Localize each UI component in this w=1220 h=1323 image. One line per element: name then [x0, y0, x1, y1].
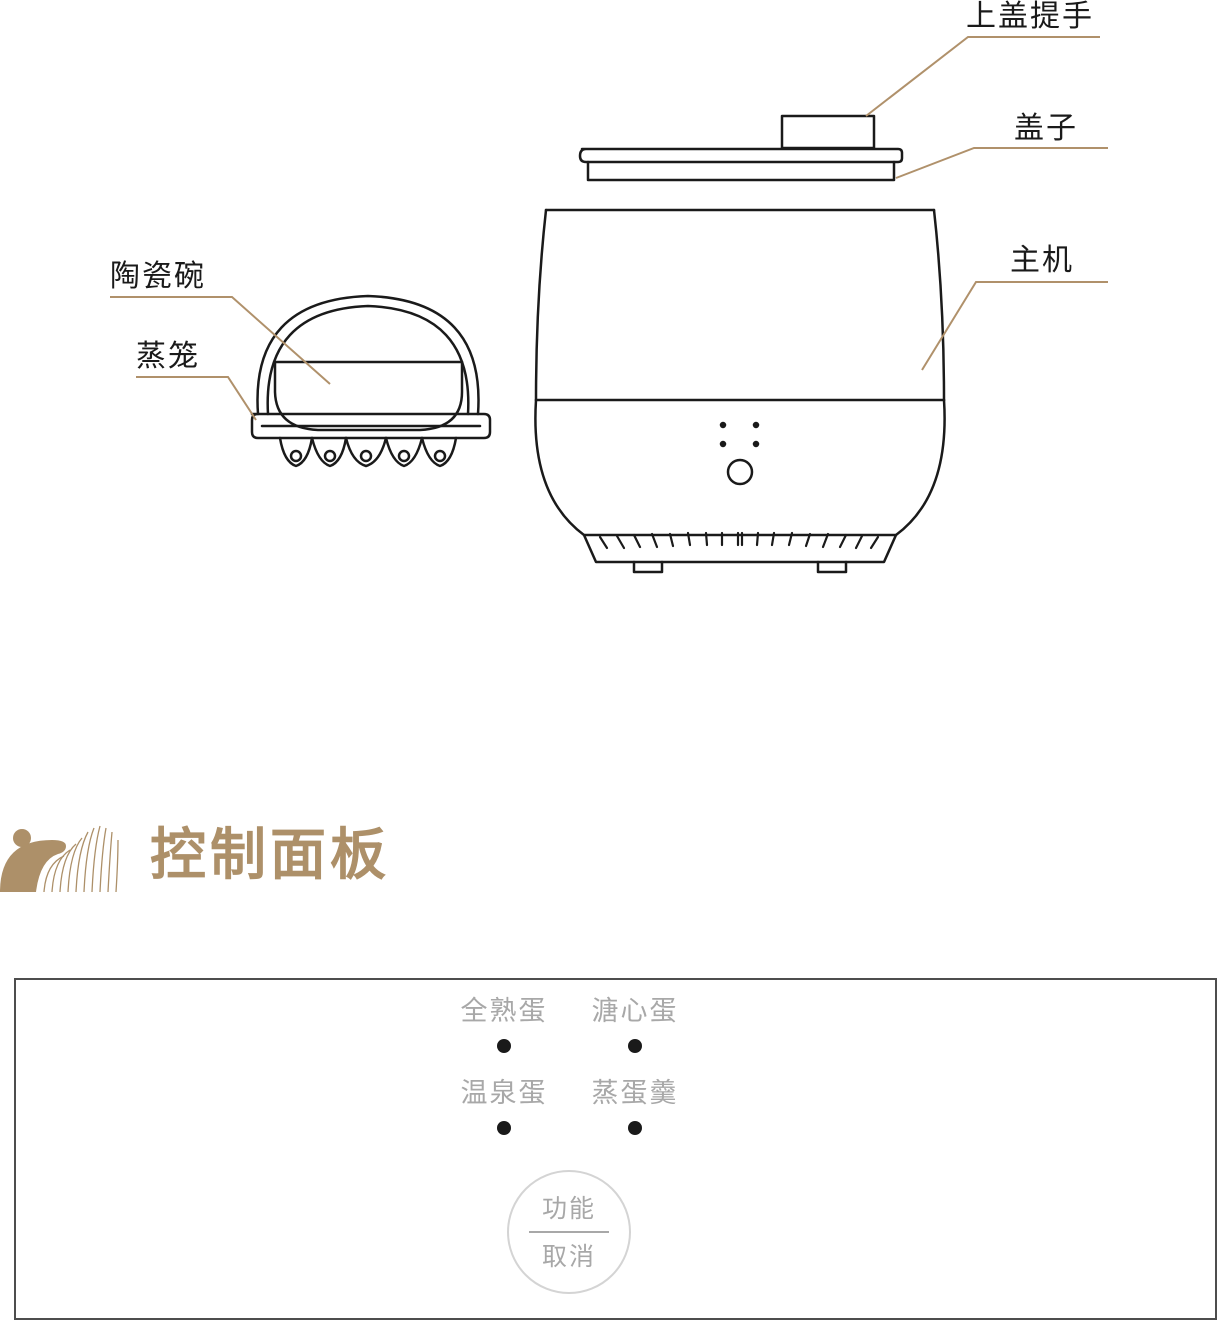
section-title: 控制面板 [150, 823, 390, 888]
label-steamer: 蒸笼 [136, 339, 200, 374]
ceramic-bowl-drawing [273, 360, 464, 432]
leader-line-lid [895, 147, 1108, 179]
cancel-label: 取消 [541, 1242, 596, 1271]
mode-label: 蒸蛋羹 [591, 1078, 679, 1109]
leader-line-steamer [136, 376, 257, 421]
button-divider [529, 1231, 609, 1233]
main-unit-drawing [534, 208, 946, 574]
control-panel: 全熟蛋 溏心蛋 温泉蛋 蒸蛋羹 功能 取消 [14, 978, 1217, 1320]
product-diagram [110, 36, 1108, 574]
leader-line-main-unit [921, 281, 1108, 371]
indicator-light [628, 1121, 642, 1135]
section-logo-icon [0, 825, 119, 893]
lid-drawing [578, 147, 904, 182]
label-main-unit: 主机 [1010, 243, 1074, 278]
leader-line-lid-handle [865, 36, 1100, 117]
lid-handle-drawing [780, 114, 876, 150]
label-lid-handle: 上盖提手 [966, 0, 1094, 34]
leader-lines [110, 36, 1108, 421]
label-ceramic-bowl: 陶瓷碗 [110, 259, 206, 294]
mode-label: 全熟蛋 [460, 996, 548, 1027]
function-label: 功能 [541, 1194, 596, 1223]
indicator-light [628, 1039, 642, 1053]
function-cancel-button[interactable]: 功能 取消 [507, 1170, 631, 1294]
mode-label: 溏心蛋 [591, 996, 679, 1027]
mode-label: 温泉蛋 [460, 1078, 548, 1109]
steamer-drawing [250, 294, 492, 468]
mode-steamed-custard: 蒸蛋羹 [575, 1080, 695, 1135]
mode-full-cooked: 全熟蛋 [444, 998, 564, 1053]
mode-soft-boiled: 溏心蛋 [575, 998, 695, 1053]
label-lid: 盖子 [1014, 111, 1078, 146]
mode-onsen: 温泉蛋 [444, 1080, 564, 1135]
indicator-light [497, 1039, 511, 1053]
leader-line-ceramic-bowl [110, 296, 331, 385]
indicator-light [497, 1121, 511, 1135]
